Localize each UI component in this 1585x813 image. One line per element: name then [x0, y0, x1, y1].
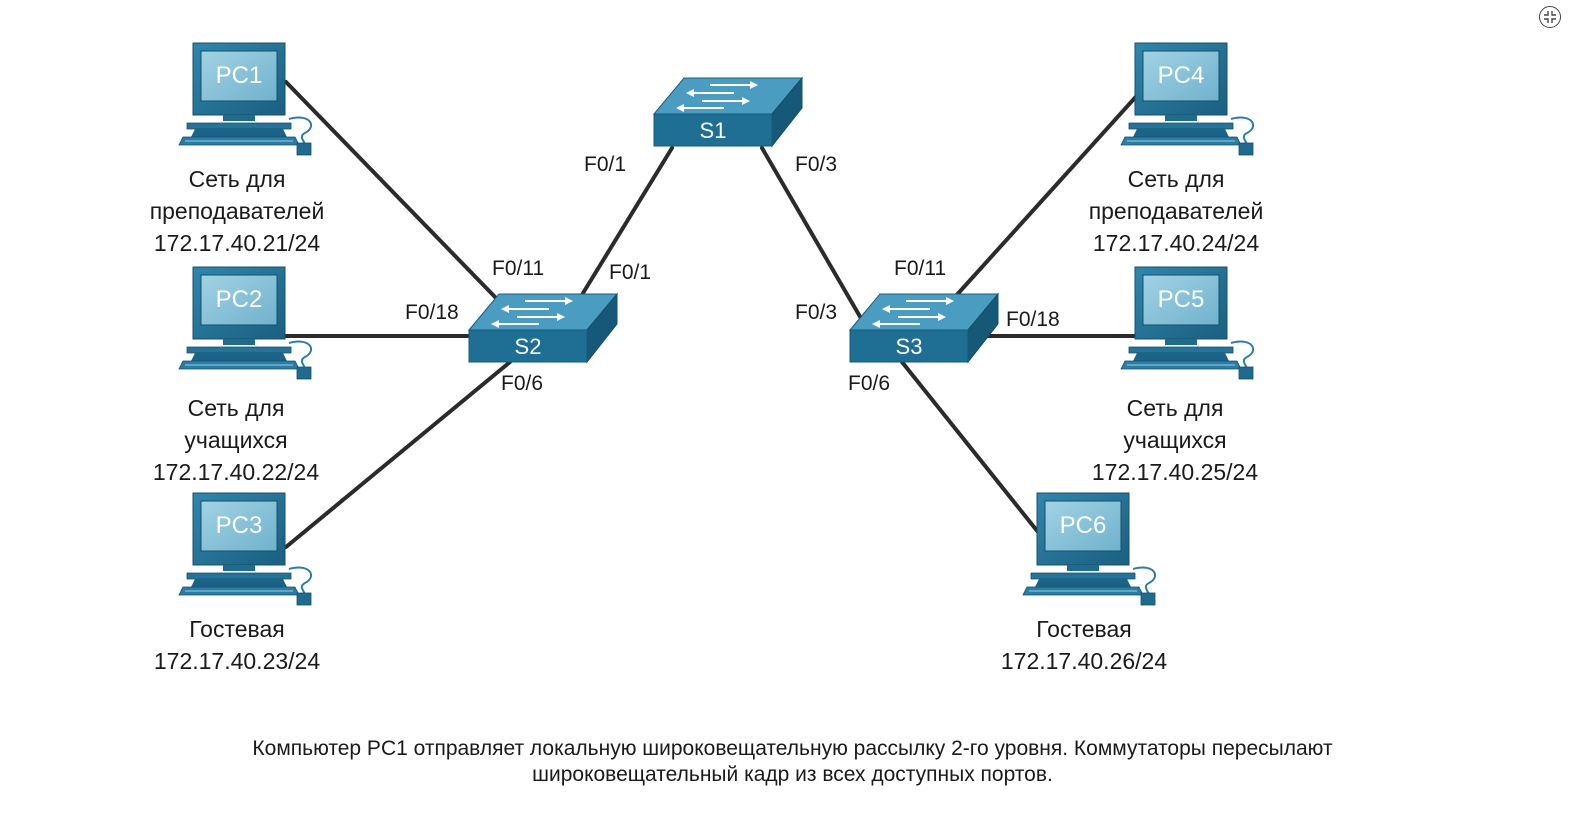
link-pc3-s2 [284, 360, 512, 549]
port-s3-f0-18: F0/18 [1006, 308, 1060, 331]
pc5-label: Сеть для учащихся 172.17.40.25/24 [1025, 392, 1325, 488]
pc2-ip: 172.17.40.22/24 [152, 459, 320, 485]
switch-s2 [468, 293, 618, 363]
pc4-ip: 172.17.40.24/24 [1092, 230, 1260, 256]
port-s3-f0-11: F0/11 [894, 257, 947, 280]
s1-name: S1 [700, 118, 727, 143]
pc4-label-line1: Сеть для [1127, 166, 1225, 192]
switch-s3 [849, 293, 999, 363]
port-s3-f0-3: F0/3 [795, 301, 838, 324]
link-s3-pc4 [952, 88, 1144, 300]
fullscreen-icon [1544, 11, 1556, 23]
pc6-label: Гостевая 172.17.40.26/24 [934, 613, 1234, 677]
pc1-label-line2: преподавателей [149, 198, 325, 224]
pc2-label-line1: Сеть для [187, 395, 285, 421]
pc1-label-line1: Сеть для [188, 166, 286, 192]
link-pc1-s2 [284, 80, 498, 300]
port-s2-f0-18: F0/18 [405, 301, 459, 324]
port-s3-f0-6: F0/6 [848, 372, 891, 395]
s2-name: S2 [515, 334, 542, 359]
pc3 [178, 492, 313, 606]
pc5-ip: 172.17.40.25/24 [1091, 459, 1259, 485]
pc4-name: PC4 [1158, 62, 1205, 89]
link-s3-pc6 [900, 360, 1052, 549]
link-s1-s3 [760, 146, 864, 322]
pc2 [178, 266, 313, 380]
port-s1-f0-3: F0/3 [795, 153, 838, 176]
port-s1-f0-1: F0/1 [584, 153, 627, 176]
switch-s1 [653, 77, 803, 147]
pc4 [1120, 42, 1255, 156]
diagram-caption: Компьютер PC1 отправляет локальную широк… [0, 736, 1585, 788]
pc1 [178, 42, 313, 156]
pc4-label-line2: преподавателей [1088, 198, 1264, 224]
pc2-label: Сеть для учащихся 172.17.40.22/24 [86, 392, 386, 488]
pc6-name: PC6 [1060, 512, 1107, 539]
pc1-ip: 172.17.40.21/24 [153, 230, 321, 256]
port-s2-f0-6: F0/6 [501, 372, 544, 395]
pc6 [1022, 492, 1157, 606]
pc3-label-line1: Гостевая [189, 616, 285, 642]
s3-name: S3 [896, 334, 923, 359]
fullscreen-button[interactable] [1539, 6, 1561, 28]
caption-line1: Компьютер PC1 отправляет локальную широк… [252, 737, 1333, 760]
pc5-name: PC5 [1158, 286, 1205, 313]
pc3-ip: 172.17.40.23/24 [153, 648, 321, 674]
pc3-label: Гостевая 172.17.40.23/24 [87, 613, 387, 677]
caption-line2: широковещательный кадр из всех доступных… [532, 763, 1053, 786]
pc5 [1120, 266, 1255, 380]
pc1-label: Сеть для преподавателей 172.17.40.21/24 [87, 163, 387, 259]
pc6-ip: 172.17.40.26/24 [1000, 648, 1168, 674]
pc2-label-line2: учащихся [184, 427, 288, 453]
pc3-name: PC3 [216, 512, 263, 539]
links [284, 80, 1144, 549]
port-s2-f0-1: F0/1 [609, 261, 652, 284]
pc5-label-line2: учащихся [1123, 427, 1227, 453]
pc6-label-line1: Гостевая [1036, 616, 1132, 642]
pc2-name: PC2 [216, 286, 263, 313]
pc4-label: Сеть для преподавателей 172.17.40.24/24 [1026, 163, 1326, 259]
pc5-label-line1: Сеть для [1126, 395, 1224, 421]
link-s2-s1 [578, 146, 674, 300]
port-s2-f0-11: F0/11 [492, 257, 545, 280]
pc1-name: PC1 [216, 62, 263, 89]
